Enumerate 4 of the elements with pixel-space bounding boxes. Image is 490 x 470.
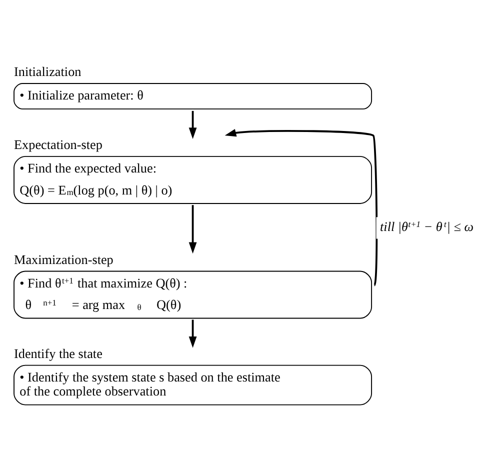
node-label: Identify the state — [14, 346, 102, 361]
node-label: Maximization-step — [14, 252, 114, 267]
node-label: Expectation-step — [14, 137, 102, 152]
node-label: Initialization — [14, 64, 82, 80]
